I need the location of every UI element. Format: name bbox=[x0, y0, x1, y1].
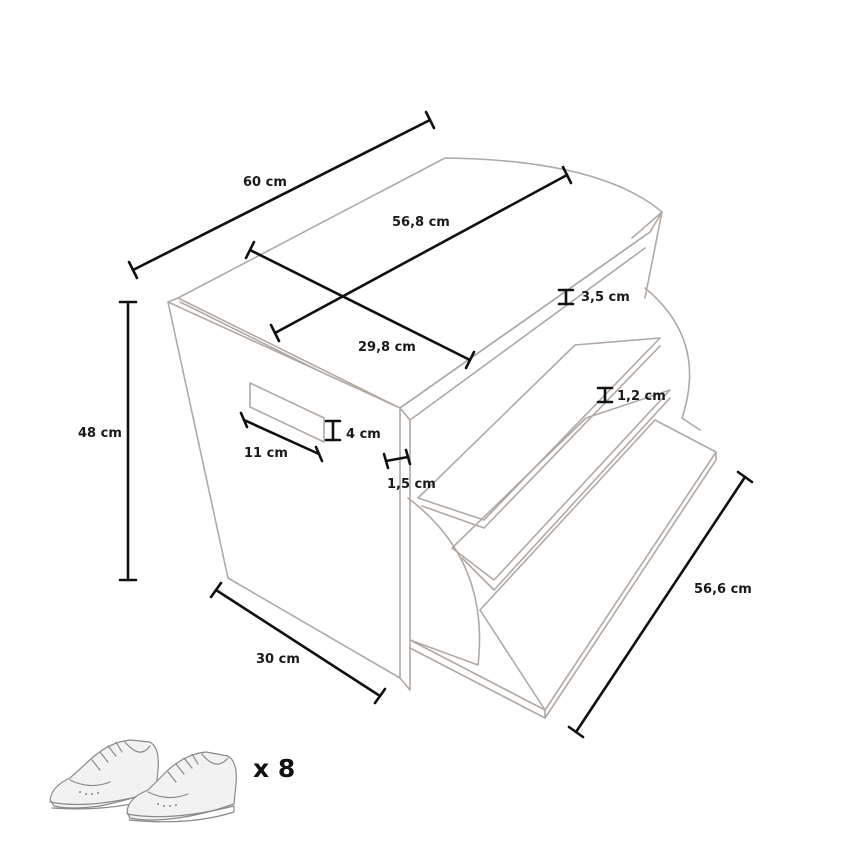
dimension-labels: 60 cm 56,8 cm 29,8 cm 48 cm 11 cm 4 cm 1… bbox=[78, 175, 752, 667]
upper-shelf bbox=[417, 337, 661, 521]
shoe-cabinet-drawing bbox=[167, 157, 717, 719]
label-depth: 30 cm bbox=[256, 652, 300, 667]
dim-tick bbox=[244, 240, 256, 260]
dim-tick bbox=[382, 452, 390, 470]
dim-tick bbox=[373, 687, 387, 705]
dim-line-handle-width bbox=[242, 418, 321, 456]
label-total-width: 60 cm bbox=[243, 175, 287, 190]
label-top-thickness: 3,5 cm bbox=[581, 290, 630, 305]
bottom-shelf bbox=[479, 419, 717, 711]
drawer-curve-top bbox=[644, 287, 701, 431]
upper-shelf-edge bbox=[421, 345, 661, 529]
dimension-lines bbox=[118, 110, 754, 739]
dim-line-panel-thickness bbox=[384, 455, 410, 463]
shoe-icon bbox=[49, 739, 159, 810]
dim-tick bbox=[269, 323, 281, 343]
label-handle-width: 11 cm bbox=[244, 446, 288, 461]
shoe-pair-icon bbox=[49, 739, 237, 823]
dim-tick bbox=[561, 165, 573, 185]
dim-tick bbox=[314, 445, 324, 463]
dim-line-shelf-length bbox=[574, 475, 747, 734]
label-shelf-thickness: 1,2 cm bbox=[617, 389, 666, 404]
near-side-panel bbox=[167, 301, 401, 679]
dim-tick bbox=[567, 725, 585, 739]
handle-cutout bbox=[249, 382, 325, 443]
bottom-shelf-base bbox=[409, 639, 546, 719]
dim-line-inner-width bbox=[273, 173, 569, 335]
label-panel-thickness: 1,5 cm bbox=[387, 477, 436, 492]
top-lid-front-edge bbox=[399, 231, 651, 409]
dim-line-total-width bbox=[131, 118, 432, 272]
dim-tick bbox=[424, 110, 436, 130]
shoe-icon bbox=[126, 751, 237, 823]
label-handle-height: 4 cm bbox=[346, 427, 381, 442]
dim-tick bbox=[127, 260, 139, 280]
label-shelf-length: 56,6 cm bbox=[694, 582, 752, 597]
top-lid-underside bbox=[409, 247, 646, 421]
label-inner-depth: 29,8 cm bbox=[358, 340, 416, 355]
dim-tick bbox=[464, 350, 476, 370]
near-side-panel-thickness bbox=[399, 407, 411, 691]
top-lid bbox=[177, 157, 663, 409]
panel-corner bbox=[167, 297, 179, 303]
dim-tick bbox=[736, 470, 754, 484]
middle-shelf bbox=[451, 389, 671, 581]
dim-line-inner-depth bbox=[248, 248, 472, 362]
label-height: 48 cm bbox=[78, 426, 122, 441]
drawer-curve-front bbox=[407, 497, 481, 666]
shoe-capacity-label: x 8 bbox=[253, 754, 295, 783]
dim-tick bbox=[209, 581, 223, 599]
dim-tick bbox=[404, 448, 412, 466]
middle-shelf-edge bbox=[461, 397, 671, 591]
dim-tick bbox=[239, 411, 249, 429]
bottom-shelf-front-edge bbox=[544, 451, 717, 719]
label-inner-width: 56,8 cm bbox=[392, 215, 450, 230]
dim-line-depth bbox=[214, 588, 382, 698]
